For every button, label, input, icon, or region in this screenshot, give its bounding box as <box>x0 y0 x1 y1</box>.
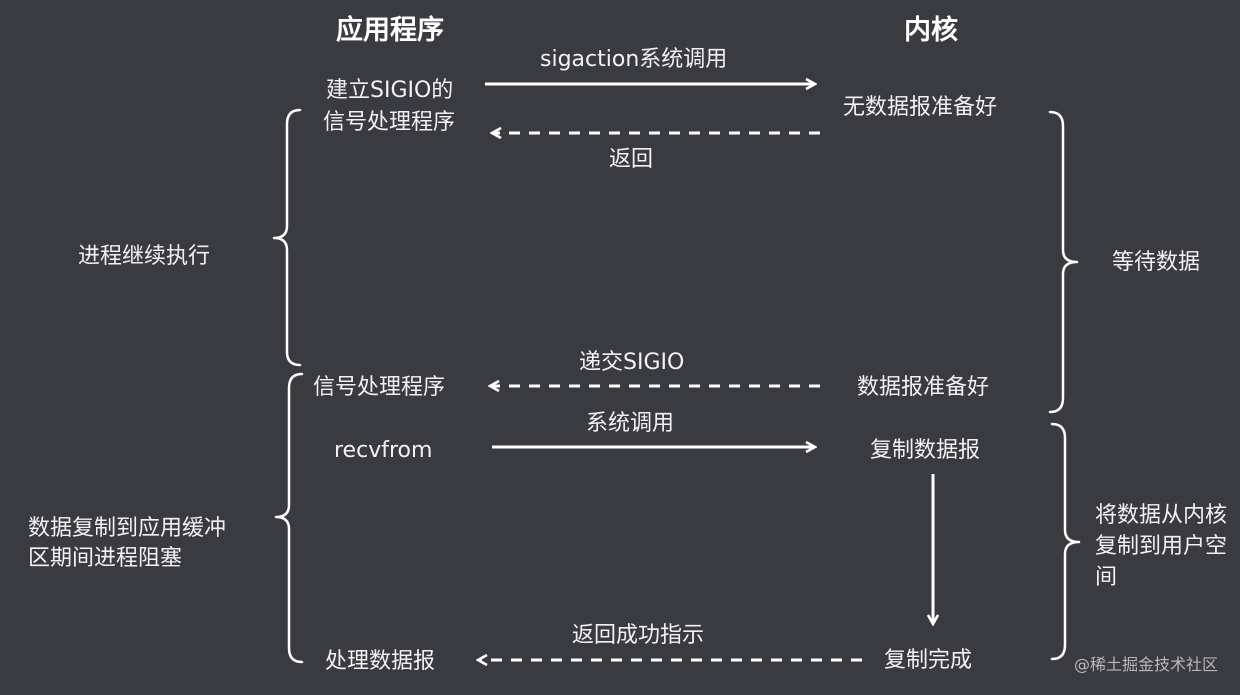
kernel-header: 内核 <box>904 15 958 46</box>
left-brace-continue <box>272 108 302 367</box>
left-brace-block <box>274 372 304 664</box>
wait-for-data-label: 等待数据 <box>1112 250 1201 275</box>
watermark: @稀土掘金技术社区 <box>1073 655 1218 674</box>
setup-sigio-line1: 建立SIGIO的 <box>326 78 454 103</box>
copy-datagram-label: 复制数据报 <box>870 438 981 463</box>
process-continues-label: 进程继续执行 <box>78 244 211 269</box>
right-brace-copy <box>1050 422 1081 661</box>
datagram-ready-label: 数据报准备好 <box>857 375 990 400</box>
deliver-sigio-label: 递交SIGIO <box>579 350 685 375</box>
copy-to-user-label: 将数据从内核复制到用户空间 <box>1095 503 1228 590</box>
process-datagram-label: 处理数据报 <box>325 649 436 674</box>
return-success-label: 返回成功指示 <box>572 623 705 648</box>
signal-handler-label: 信号处理程序 <box>313 375 446 400</box>
return-label: 返回 <box>609 147 654 172</box>
no-datagram-ready-label: 无数据报准备好 <box>843 95 998 120</box>
recvfrom-label: recvfrom <box>334 438 433 463</box>
app-header: 应用程序 <box>336 15 444 46</box>
right-brace-wait <box>1048 110 1079 414</box>
copy-complete-label: 复制完成 <box>884 648 973 673</box>
sigaction-label: sigaction系统调用 <box>540 47 728 72</box>
process-blocked-label: 数据复制到应用缓冲区期间进程阻塞 <box>28 516 227 571</box>
setup-sigio-line2: 信号处理程序 <box>323 110 456 135</box>
syscall-label: 系统调用 <box>586 411 675 436</box>
